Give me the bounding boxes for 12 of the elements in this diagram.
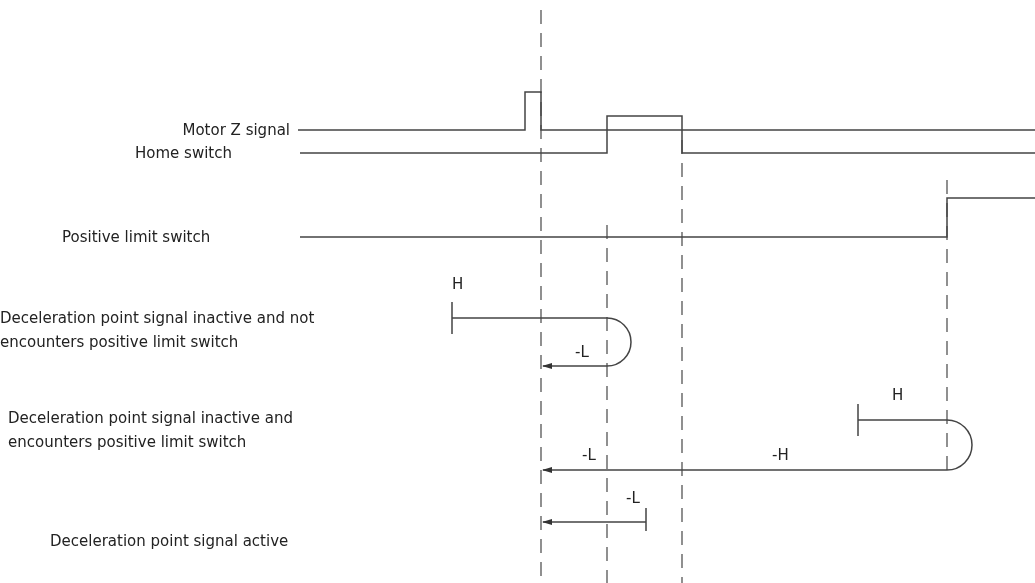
- case-label: Deceleration point signal active: [50, 531, 289, 552]
- speed-label: -H: [772, 445, 789, 466]
- speed-label: -L: [626, 488, 640, 509]
- speed-label: -L: [575, 342, 589, 363]
- case-label: Deceleration point signal inactive and encounters positive limit switch: [8, 408, 294, 453]
- speed-label: H: [892, 385, 904, 406]
- speed-label: -L: [582, 445, 596, 466]
- case-label: Deceleration point signal inactive and not encounters positive limit switch: [0, 308, 316, 353]
- speed-label: H: [452, 274, 464, 295]
- signal-name: Positive limit switch: [62, 227, 211, 248]
- signal-name: Motor Z signal: [181, 120, 290, 141]
- signal-name: Home switch: [135, 143, 232, 164]
